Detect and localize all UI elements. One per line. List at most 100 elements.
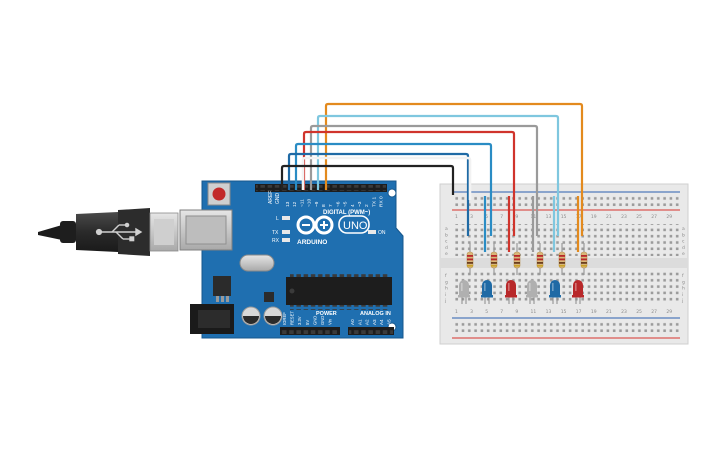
column-number: 5: [485, 214, 488, 220]
row-letter: d: [682, 245, 685, 251]
wire-gray[interactable]: [309, 124, 539, 236]
row-letter: c: [682, 240, 685, 245]
column-number: 11: [531, 309, 537, 315]
capacitor: [241, 306, 261, 326]
column-number: 29: [666, 309, 672, 315]
terminal-strip-top[interactable]: [453, 224, 679, 256]
row-letter: j: [444, 298, 446, 304]
column-number: 23: [621, 214, 627, 220]
resistor[interactable]: [490, 243, 498, 275]
analog-pin-label: A3: [372, 319, 377, 325]
digital-pin-label: TX 1: [371, 197, 377, 207]
row-letter: b: [682, 232, 685, 238]
digital-pin-label: ~3: [357, 201, 363, 207]
small-ic: [264, 292, 274, 302]
on-led: [368, 230, 376, 234]
column-number: 17: [576, 309, 582, 315]
row-letter: h: [682, 286, 685, 292]
resistors[interactable]: [466, 243, 588, 275]
bottom-power-rail[interactable]: [453, 321, 679, 334]
svg-text:UNO: UNO: [343, 220, 368, 232]
digital-pin-label: ~10: [307, 199, 313, 207]
column-number: 7: [500, 309, 503, 315]
row-letter: j: [681, 298, 683, 304]
row-letter: i: [445, 292, 446, 298]
wires[interactable]: [280, 102, 584, 252]
column-number: 29: [666, 214, 672, 220]
atmega-chip: [286, 272, 392, 310]
power-pin-label: 3.3V: [297, 316, 302, 325]
resistor[interactable]: [513, 243, 521, 275]
tx-led: [282, 230, 290, 234]
top-power-rail[interactable]: [453, 194, 679, 207]
column-number: 9: [515, 309, 518, 315]
column-number: 15: [561, 214, 567, 220]
resistor[interactable]: [558, 243, 566, 275]
arduino-wordmark: ARDUINO: [297, 239, 327, 246]
wire-dark-blue[interactable]: [287, 152, 470, 236]
row-letter: h: [445, 286, 448, 292]
led-1-gray-icon[interactable]: [458, 280, 470, 304]
column-number: 5: [485, 309, 488, 315]
crystal: [239, 254, 275, 272]
digital-pin-label: 2: [364, 204, 370, 207]
digital-pin-label: 12: [292, 201, 298, 207]
power-header[interactable]: [280, 327, 340, 335]
row-letter: a: [445, 227, 448, 232]
resistor[interactable]: [466, 243, 474, 275]
digital-pin-label: 8: [321, 204, 327, 207]
wire-black[interactable]: [280, 164, 455, 195]
wire-white[interactable]: [301, 156, 472, 200]
led-3-red-icon[interactable]: [505, 280, 517, 304]
column-number: 25: [636, 214, 642, 220]
analog-header[interactable]: [348, 327, 394, 335]
digital-pin-label: 4: [350, 204, 356, 207]
digital-header[interactable]: [255, 184, 387, 192]
digital-pin-label: 13: [285, 201, 291, 207]
analog-in-label: ANALOG IN: [360, 311, 391, 317]
mount-hole: [387, 188, 397, 198]
row-letter: g: [445, 280, 448, 285]
reset-button[interactable]: [207, 182, 231, 206]
wire-light-blue[interactable]: [316, 114, 560, 236]
rx-label: RX: [272, 238, 280, 244]
usb-cable[interactable]: [38, 208, 179, 256]
led-6-red-icon[interactable]: [572, 280, 584, 304]
digital-pin-label: RX 0: [379, 196, 385, 207]
power-jack: [190, 304, 234, 334]
usb-icon: [95, 222, 143, 242]
power-pin-label: RESET: [290, 311, 295, 325]
column-number: 3: [470, 309, 473, 315]
arduino-infinity-logo: [296, 215, 334, 235]
column-number: 13: [546, 309, 552, 315]
wire-red[interactable]: [302, 130, 516, 236]
led-2-blue-icon[interactable]: [481, 280, 493, 304]
resistor[interactable]: [536, 243, 544, 275]
row-letter: c: [445, 240, 448, 245]
power-pin-label: GND: [312, 316, 317, 325]
wire-orange[interactable]: [324, 102, 584, 236]
wire-blue[interactable]: [294, 142, 493, 236]
power-pin-label: GND: [320, 316, 325, 325]
column-number: 25: [636, 309, 642, 315]
row-letter: f: [682, 273, 684, 279]
led-4-gray-icon[interactable]: [526, 280, 538, 304]
resistor[interactable]: [580, 243, 588, 275]
led-5-blue-icon[interactable]: [549, 280, 561, 304]
analog-pin-label: A1: [357, 319, 362, 325]
leds[interactable]: [458, 280, 584, 304]
analog-pin-label: A5: [387, 319, 392, 325]
column-number: 19: [591, 309, 597, 315]
column-number: 19: [591, 214, 597, 220]
digital-pin-label: 7: [328, 204, 334, 207]
column-number: 1: [455, 214, 458, 220]
